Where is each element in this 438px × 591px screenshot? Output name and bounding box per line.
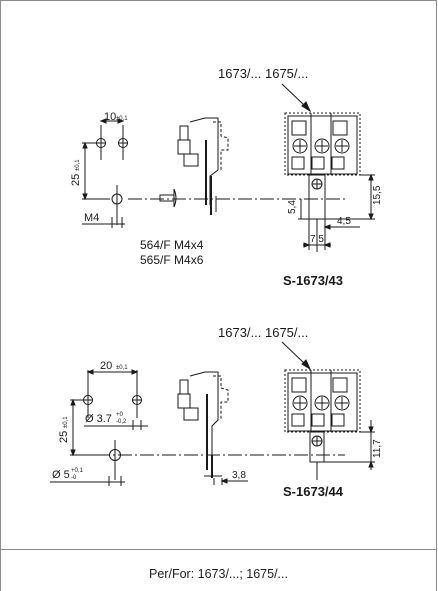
top-dim-54: 5,4	[287, 200, 298, 214]
bottom-hole-large: Ø 5	[52, 469, 70, 481]
footer: Per/For: 1673/...; 1675/...	[0, 549, 437, 591]
bottom-hole-small-tol-up: +0	[116, 412, 124, 418]
top-ref-label: 1673/... 1675/...	[218, 66, 308, 81]
top-hole-pattern	[82, 118, 128, 228]
bottom-dim-horizontal-tol: ±0,1	[116, 365, 128, 371]
top-dim-45: 4,5	[337, 216, 351, 227]
top-dim-vertical-tol: ±0,1	[75, 159, 81, 171]
technical-drawing: 1673/... 1675/... 10 ±0,1 25 ±0,1 M4 564…	[50, 66, 383, 499]
bottom-dim-38: 3,8	[232, 470, 246, 481]
bottom-front-view	[284, 369, 375, 480]
bottom-hole-small-tol-down: -0,2	[116, 419, 127, 425]
bottom-caption: S-1673/44	[283, 484, 344, 499]
top-dim-155: 15,5	[372, 185, 383, 205]
bottom-ref-label: 1673/... 1675/...	[218, 325, 308, 340]
top-screw	[159, 188, 177, 208]
bottom-dim-vertical: 25	[58, 431, 70, 443]
top-dim-vertical: 25	[70, 174, 82, 186]
bottom-side-view	[177, 371, 248, 485]
top-screw-line-1: 564/F M4x4	[140, 238, 204, 252]
bottom-hole-large-tol-down: -0	[71, 475, 77, 481]
bottom-dim-vertical-tol: ±0,1	[63, 416, 69, 428]
footer-text: Per/For: 1673/...; 1675/...	[149, 566, 288, 581]
top-dim-75: 7,5	[310, 234, 324, 245]
top-thread-label: M4	[84, 212, 99, 224]
bottom-hole-large-tol-up: +0,1	[71, 468, 84, 474]
bottom-dim-horizontal: 20	[100, 360, 112, 372]
top-screw-line-2: 565/F M4x6	[140, 253, 204, 267]
bottom-hole-pattern	[50, 369, 148, 486]
top-side-view	[177, 117, 229, 215]
top-caption: S-1673/43	[283, 273, 343, 288]
top-dim-horizontal: 10	[104, 111, 116, 123]
top-dim-horizontal-tol: ±0,1	[116, 116, 128, 122]
top-front-view	[284, 112, 375, 252]
bottom-hole-small: Ø 3.7	[85, 413, 112, 425]
bottom-dim-117: 11,7	[372, 439, 383, 458]
